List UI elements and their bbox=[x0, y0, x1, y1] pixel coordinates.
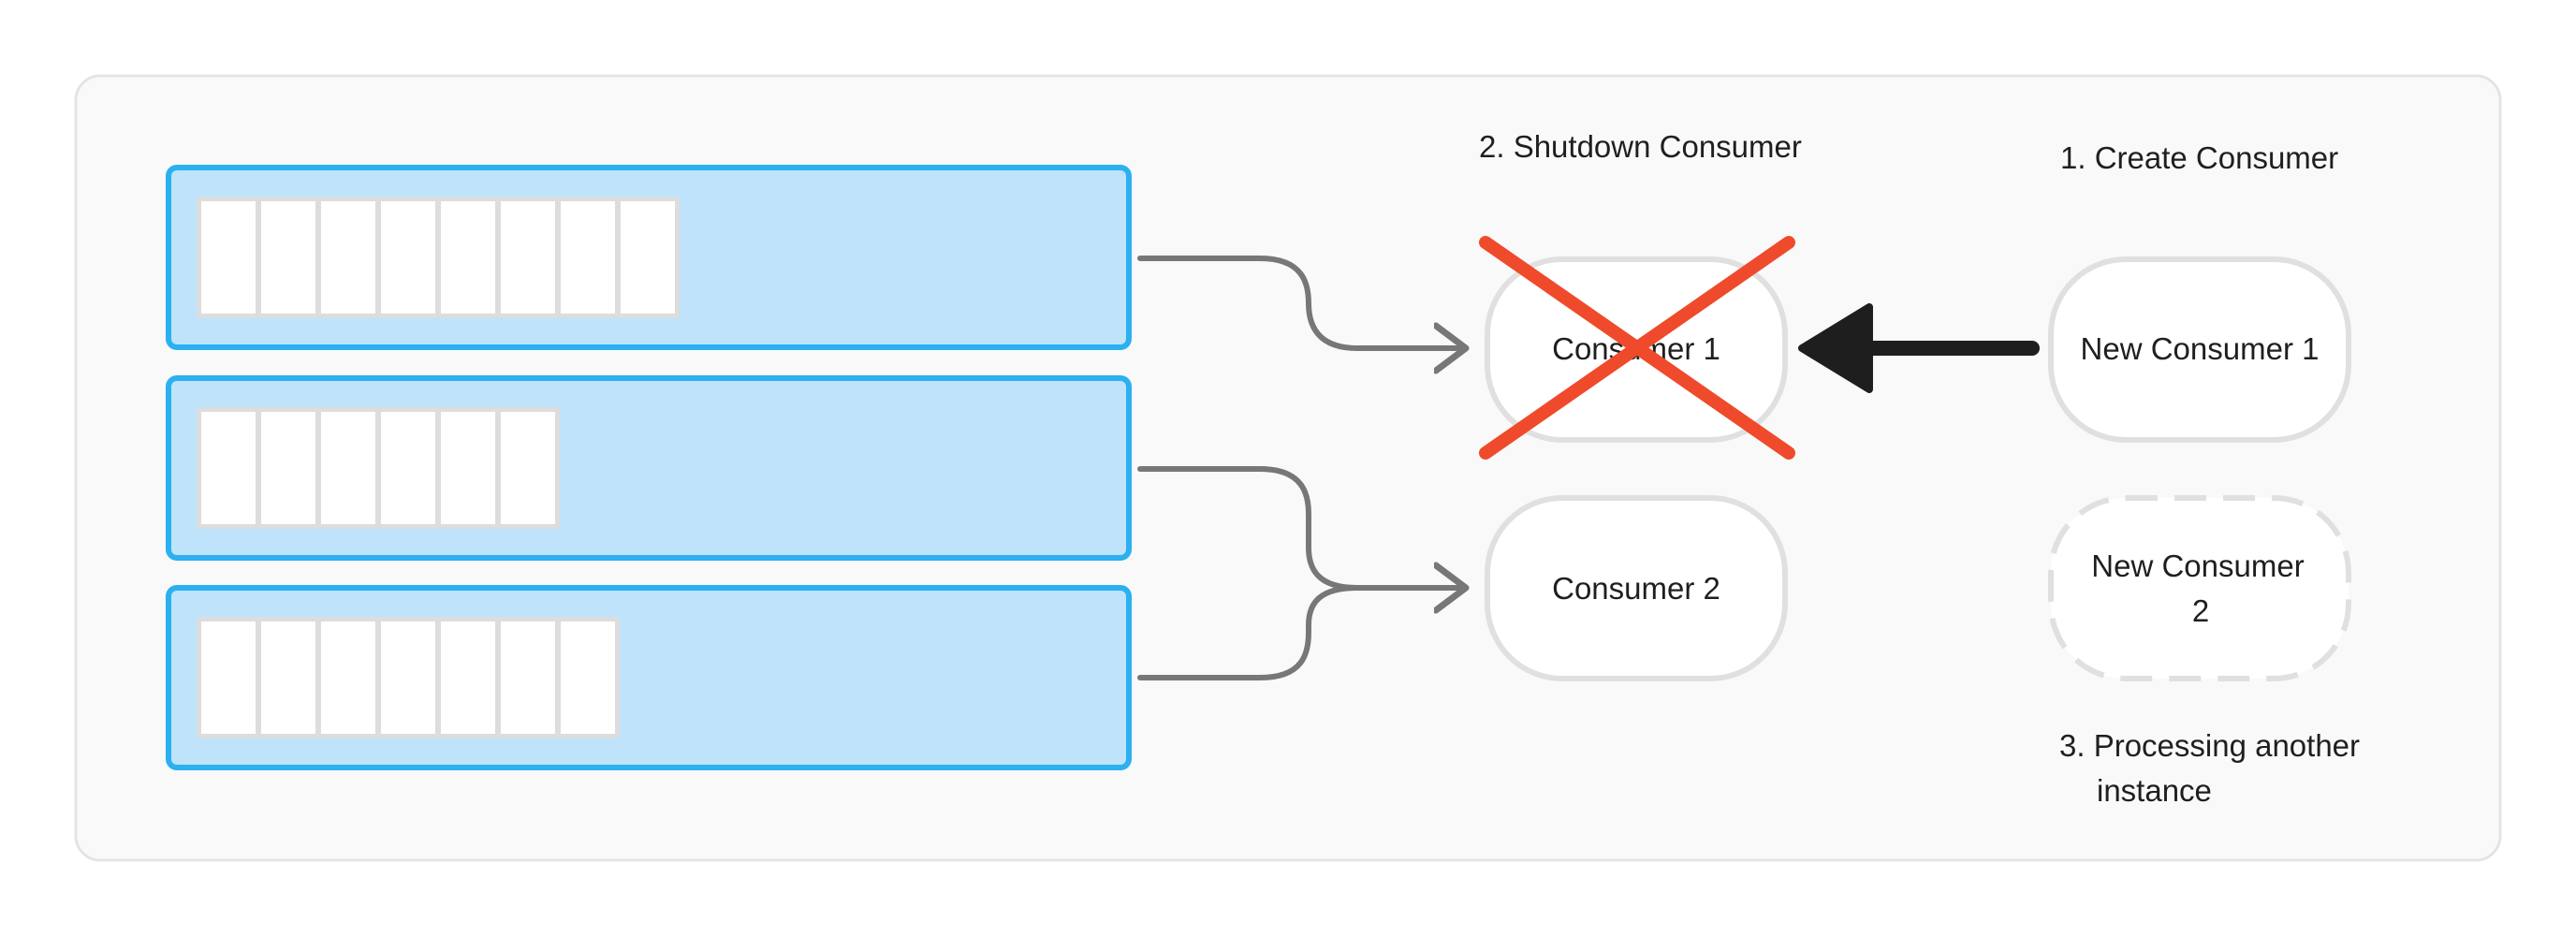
message-slot bbox=[381, 622, 435, 734]
message-slot bbox=[321, 622, 375, 734]
partition-group bbox=[166, 165, 1132, 770]
cross-icon bbox=[1479, 236, 1795, 460]
connector-partition-3 bbox=[1137, 585, 1360, 680]
message-slot bbox=[261, 201, 315, 314]
message-tray-1 bbox=[197, 197, 680, 318]
new-consumer-2-label-line1: New Consumer bbox=[2091, 548, 2304, 583]
message-slot bbox=[201, 622, 256, 734]
message-slot bbox=[441, 622, 495, 734]
message-slot bbox=[381, 412, 435, 524]
step-create-label: 1. Create Consumer bbox=[2060, 140, 2338, 175]
message-slot bbox=[621, 201, 675, 314]
new-consumer-2-label-line2: 2 bbox=[2192, 593, 2209, 628]
message-slot bbox=[381, 201, 435, 314]
arrow-left-icon bbox=[1798, 303, 2040, 393]
message-slot bbox=[561, 201, 615, 314]
consumer-2-label: Consumer 2 bbox=[1552, 571, 1720, 606]
new-consumer-1-node: New Consumer 1 bbox=[2048, 256, 2351, 443]
message-slot bbox=[201, 201, 256, 314]
message-slot bbox=[441, 412, 495, 524]
connector-partition-1 bbox=[1137, 256, 1466, 348]
step-processing-label-line2: instance bbox=[2097, 773, 2212, 808]
message-slot bbox=[441, 201, 495, 314]
connector-partition-2 bbox=[1137, 466, 1466, 588]
message-slot bbox=[321, 201, 375, 314]
message-slot bbox=[321, 412, 375, 524]
message-slot bbox=[261, 622, 315, 734]
message-slot bbox=[501, 201, 555, 314]
message-slot bbox=[201, 412, 256, 524]
message-slot bbox=[561, 622, 615, 734]
step-processing-label-line1: 3. Processing another bbox=[2059, 728, 2360, 763]
step-shutdown-label: 2. Shutdown Consumer bbox=[1479, 129, 1802, 164]
connector-group bbox=[1137, 256, 1466, 680]
message-slot bbox=[501, 622, 555, 734]
new-consumer-1-label: New Consumer 1 bbox=[2081, 331, 2320, 366]
new-consumer-2-node: New Consumer 2 bbox=[2048, 495, 2351, 681]
message-slot bbox=[261, 412, 315, 524]
consumer-2-node: Consumer 2 bbox=[1485, 495, 1788, 681]
message-slot bbox=[501, 412, 555, 524]
